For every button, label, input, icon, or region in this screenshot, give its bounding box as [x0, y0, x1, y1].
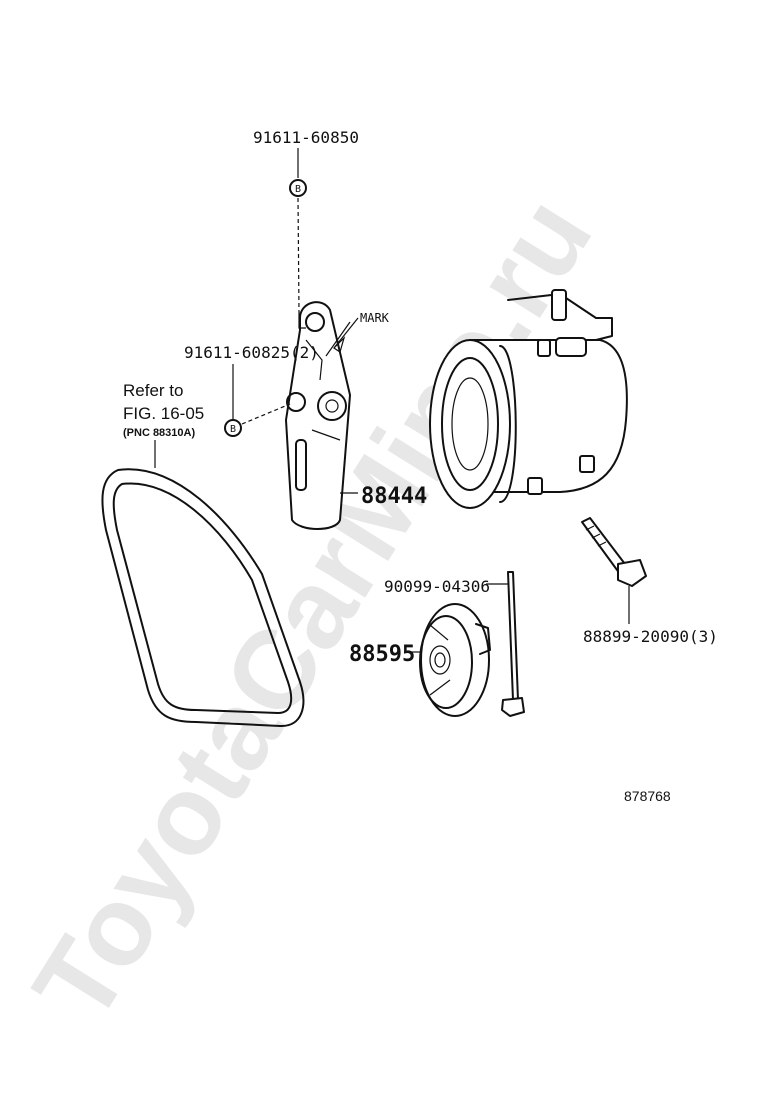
- reference-line-3: (PNC 88310A): [123, 427, 195, 439]
- idler-pulley: [419, 603, 491, 717]
- reference-line-2: FIG. 16-05: [123, 404, 204, 423]
- label-long-bolt: 90099-04306: [384, 577, 490, 596]
- reference-line-1: Refer to: [123, 381, 183, 400]
- label-bracket: 88444: [361, 484, 427, 509]
- label-bolt-top: 91611-60850: [253, 128, 359, 147]
- stud-bolt: [581, 517, 647, 587]
- bolt-marker-side: B: [224, 419, 242, 437]
- label-idler-pulley: 88595: [349, 642, 415, 667]
- label-stud-bolt: 88899-20090(3): [583, 627, 718, 646]
- label-mark: MARK: [360, 311, 390, 325]
- bolt-marker-top: B: [289, 179, 307, 197]
- drive-belt: [101, 468, 305, 728]
- label-bolt-side: 91611-60825(2): [184, 343, 319, 362]
- figure-number: 878768: [624, 788, 671, 804]
- svg-text:B: B: [230, 424, 236, 435]
- compressor: [429, 289, 628, 509]
- bracket: [285, 301, 351, 530]
- svg-text:B: B: [295, 184, 301, 195]
- leader-lines: [154, 148, 630, 653]
- long-bolt: [501, 571, 525, 717]
